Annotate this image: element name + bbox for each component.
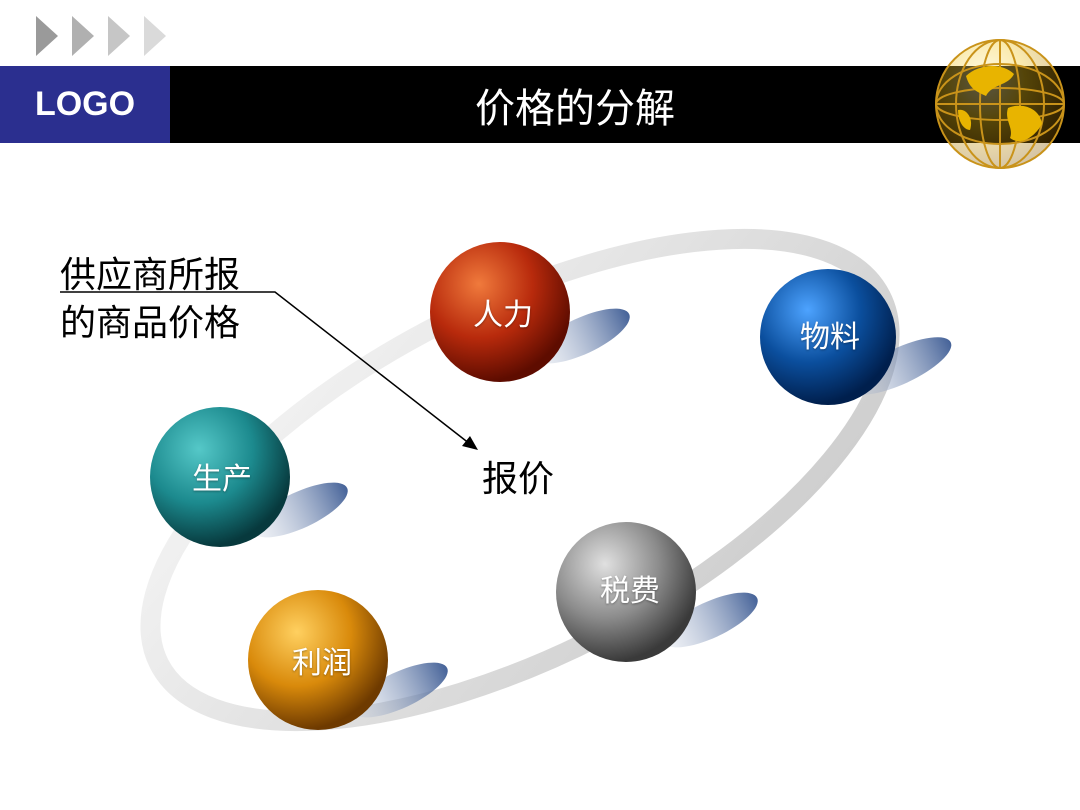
node-production	[150, 407, 290, 547]
header-bar	[0, 66, 1080, 143]
callout-arrow	[60, 291, 471, 445]
node-label-materials: 物料	[800, 320, 860, 355]
globe-icon	[935, 39, 1065, 169]
page-title: 价格的分解	[475, 85, 675, 132]
node-label-profit: 利润	[292, 646, 352, 681]
supplier-price-note: 供应商所报 的商品价格	[60, 252, 300, 348]
node-label-tax: 税费	[600, 574, 660, 609]
node-profit	[248, 590, 388, 730]
note-line: 的商品价格	[60, 303, 241, 344]
node-shadow	[252, 482, 348, 538]
node-label-labor: 人力	[473, 298, 533, 333]
logo: LOGO	[0, 66, 170, 143]
node-materials	[760, 269, 896, 405]
note-line: 供应商所报	[60, 255, 241, 296]
arrow-head-icon	[462, 436, 478, 450]
node-tax	[556, 522, 696, 662]
node-labor	[430, 242, 570, 382]
node-shadow	[352, 662, 448, 718]
node-shadow	[662, 592, 758, 648]
node-label-production: 生产	[192, 462, 252, 497]
quote-label: 报价	[482, 459, 555, 500]
chevron-right-icon	[36, 16, 166, 56]
